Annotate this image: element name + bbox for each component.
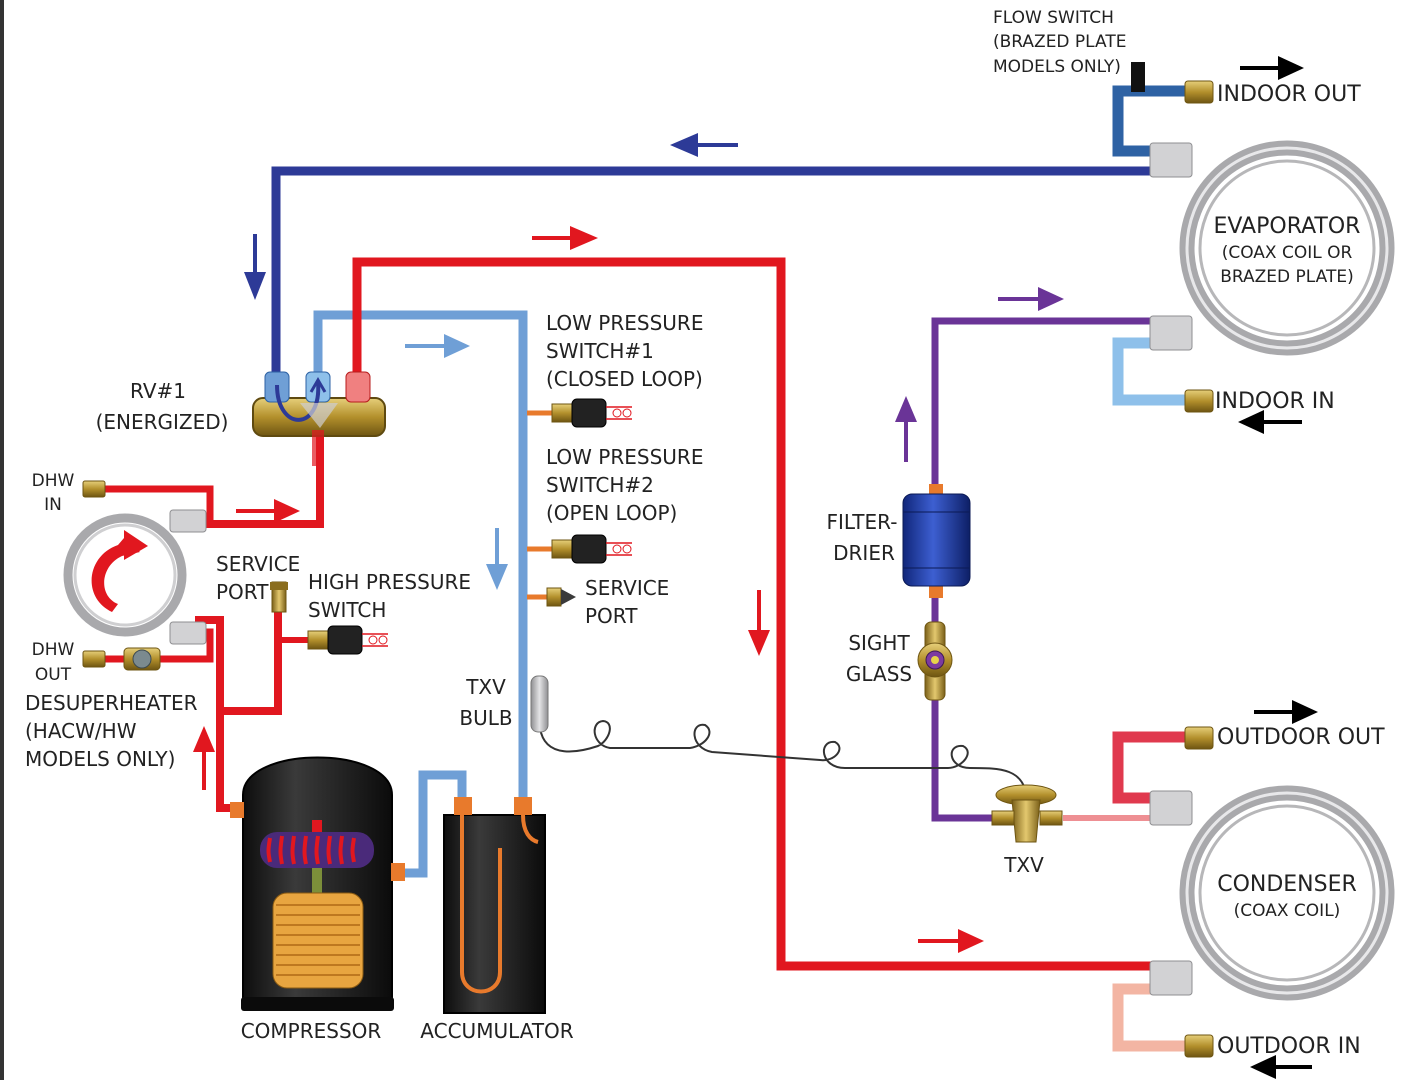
txv-bulb-label-1: TXV [465,675,506,699]
txv-label: TXV [1003,853,1044,877]
desuperheater-inlet-pipe [195,616,224,711]
indoor-in-label: INDOOR IN [1215,389,1335,414]
arrow-red-up [193,726,215,752]
flow-switch [1131,62,1145,92]
dhw-valve [123,647,161,671]
sight-glass-label-1: SIGHT [848,631,910,655]
dhw-out-label-1: DHW [32,640,75,660]
sight-glass [917,621,953,701]
arrow-red-dhw [274,499,300,523]
outdoor-out-label: OUTDOOR OUT [1217,725,1385,750]
arrow-suction-left [670,133,698,157]
suction-line-pipe [271,166,1152,375]
dhw-in-label-2: IN [44,495,62,515]
filter-drier-label-2: DRIER [833,541,895,565]
arrow-indoor-out [1278,56,1304,80]
evaporator-subtitle-1: (COAX COIL OR [1222,243,1353,263]
reversing-valve [252,371,386,466]
arrow-purple-right [1038,287,1064,311]
compressor [230,756,405,1011]
compressor-label: COMPRESSOR [241,1019,382,1043]
liquid-line-upper [931,317,1152,490]
outdoor-in-label: OUTDOOR IN [1217,1034,1361,1059]
accumulator-label: ACCUMULATOR [420,1019,573,1043]
indoor-out-pipe [1112,85,1188,157]
condenser-coil [1149,785,1395,1001]
rv1-label: RV#1 [130,379,186,403]
indoor-in-pipe [1112,337,1188,406]
txv-bulb [530,675,549,733]
arrow-outdoor-out [1292,700,1318,724]
arrow-red-down [748,630,770,656]
accumulator [443,797,546,1014]
rv1-state-label: (ENERGIZED) [96,410,229,434]
low-pressure-switch-2 [551,534,632,564]
evaporator-title: EVAPORATOR [1214,214,1361,239]
evaporator-subtitle-2: BRAZED PLATE) [1220,267,1353,287]
arrow-purple-up [895,396,917,422]
arrow-suction-down [244,272,266,300]
txv-valve [991,784,1063,843]
evaporator-coil [1149,140,1395,356]
rv-to-accumulator-pipe [313,310,528,800]
service-port-left [270,581,288,613]
brass-fittings [82,80,1214,1058]
sight-glass-label-2: GLASS [846,662,912,686]
outdoor-in-pipe [1112,983,1188,1052]
dhw-out-label-2: OUT [35,665,72,685]
high-pressure-switch [307,625,388,655]
arrow-light-blue-right [444,334,470,358]
desuperheater-coil [63,509,207,645]
txv-bulb-label-2: BULB [459,706,512,730]
arrow-outdoor-in [1250,1055,1276,1079]
filter-drier-label-1: FILTER- [827,510,898,534]
filter-drier [902,484,971,598]
discharge-to-condenser-pipe [352,257,1155,971]
outdoor-out-pipe [1112,731,1188,804]
txv-capillary-tube [539,719,1028,801]
service-port-right [546,587,576,607]
dhw-in-label-1: DHW [32,471,75,491]
condenser-subtitle: (COAX COIL) [1234,901,1341,921]
indoor-out-label: INDOOR OUT [1217,82,1361,107]
arrow-red-right-top [570,226,598,250]
low-pressure-switch-1 [551,398,632,428]
arrow-red-right-bottom [958,929,984,953]
accumulator-to-compressor-pipe [400,770,467,878]
flow-arrows [193,56,1318,1079]
left-border [0,0,4,1080]
arrow-indoor-in [1238,410,1264,434]
condenser-title: CONDENSER [1217,872,1357,897]
arrow-light-blue-down [486,564,508,590]
